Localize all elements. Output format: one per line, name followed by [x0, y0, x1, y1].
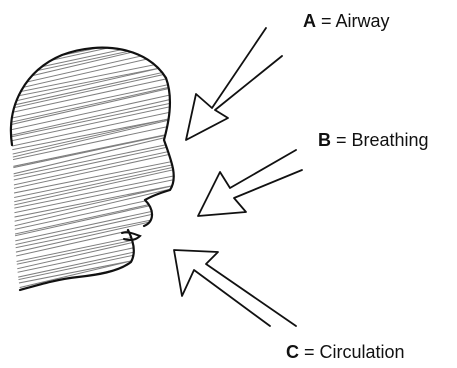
hatch-stroke — [9, 63, 181, 102]
label-breathing-text: = Breathing — [331, 130, 429, 150]
hatch-stroke — [5, 218, 183, 258]
hatch-stroke — [2, 125, 176, 162]
hatch-stroke — [4, 276, 188, 315]
hatch-stroke — [4, 210, 172, 247]
label-circulation-letter: C — [286, 342, 299, 362]
label-circulation-text: = Circulation — [299, 342, 405, 362]
label-circulation: C = Circulation — [286, 343, 405, 361]
hatch-stroke — [8, 85, 181, 123]
hatch-stroke — [7, 195, 174, 231]
hatch-stroke — [0, 250, 189, 287]
hatch-stroke — [6, 293, 188, 330]
breathing-arrow — [198, 150, 302, 216]
hatch-stroke — [4, 283, 184, 322]
hatch-stroke — [6, 291, 174, 328]
label-airway-letter: A — [303, 11, 316, 31]
label-breathing: B = Breathing — [318, 131, 429, 149]
hatch-stroke — [5, 26, 188, 62]
hatch-stroke — [6, 297, 183, 336]
hatch-stroke — [4, 77, 176, 114]
label-airway: A = Airway — [303, 12, 390, 30]
hatch-stroke — [9, 276, 182, 312]
label-breathing-letter: B — [318, 130, 331, 150]
hatch-stroke — [3, 245, 182, 283]
hatch-stroke — [6, 20, 188, 59]
airway-arrow — [186, 28, 282, 140]
hatch-stroke — [4, 206, 175, 243]
label-airway-text: = Airway — [316, 11, 390, 31]
hatch-stroke — [6, 48, 177, 87]
circulation-arrow — [174, 250, 296, 326]
